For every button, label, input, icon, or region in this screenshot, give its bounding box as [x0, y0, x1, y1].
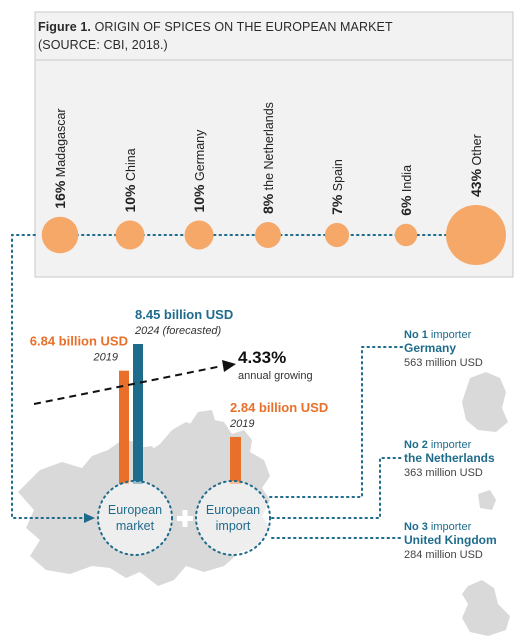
bar-value-label-1: 8.45 billion USD	[135, 307, 233, 322]
bubble-4	[324, 222, 350, 248]
bubble-label-3: 8% the Netherlands	[260, 102, 276, 214]
bubble-value-1: 10%	[122, 184, 138, 213]
bar-sublabel-0: 2019	[93, 352, 118, 364]
import-label-line1: European	[206, 503, 260, 517]
growth-arrow-icon	[222, 360, 236, 372]
bar-2	[230, 436, 241, 484]
bubble-category-3: the Netherlands	[262, 102, 276, 194]
bar-1	[133, 344, 143, 484]
bubble-value-5: 6%	[398, 195, 414, 216]
figure-source: (SOURCE: CBI, 2018.)	[38, 38, 168, 52]
bubble-label-6: 43% Other	[468, 134, 484, 197]
bar-value-label-0: 6.84 billion USD	[30, 334, 128, 349]
bubble-2	[184, 220, 214, 250]
importer-1-country: Germany	[404, 341, 456, 355]
growth-value: 4.33%	[238, 348, 286, 367]
bubble-value-3: 8%	[260, 193, 276, 214]
importer-1-amount: 563 million USD	[404, 357, 483, 369]
importer-3-country: United Kingdom	[404, 533, 497, 547]
importer-2: No 2 importer the Netherlands 363 millio…	[404, 439, 495, 479]
european-import-circle: European import	[195, 480, 271, 556]
bubble-label-1: 10% China	[122, 148, 138, 212]
bubble-6	[446, 205, 506, 265]
svg-text:No 3 importer: No 3 importer	[404, 521, 472, 533]
bubble-0	[41, 216, 79, 254]
arrow-to-market-icon	[84, 513, 95, 523]
market-label-line1: European	[108, 503, 162, 517]
bubble-1	[115, 220, 145, 250]
growth-trend-line	[33, 365, 223, 405]
bubble-label-2: 10% Germany	[191, 129, 207, 213]
bubble-category-5: India	[400, 165, 414, 196]
bar-sublabel-1: 2024 (forecasted)	[134, 325, 222, 337]
bar-value-label-2: 2.84 billion USD	[230, 400, 328, 415]
importer-2-rank: No 2	[404, 439, 428, 451]
importer-2-suffix: importer	[428, 439, 472, 451]
bubble-label-5: 6% India	[398, 165, 414, 216]
figure-title: Figure 1. ORIGIN OF SPICES ON THE EUROPE…	[38, 18, 393, 54]
bar-0	[119, 370, 129, 484]
market-label-line2: market	[116, 519, 155, 533]
figure-label: Figure 1.	[38, 20, 91, 34]
bubble-3	[255, 222, 281, 248]
dotted-connectors	[11, 234, 403, 539]
importer-3-rank: No 3	[404, 521, 428, 533]
importer-3-suffix: importer	[428, 521, 472, 533]
svg-text:No 2 importer: No 2 importer	[404, 439, 472, 451]
bubble-value-2: 10%	[191, 184, 207, 213]
importer-3-amount: 284 million USD	[404, 549, 483, 561]
bubble-label-4: 7% Spain	[329, 159, 345, 215]
importer-1: No 1 importer Germany 563 million USD	[404, 329, 483, 369]
bubble-5	[394, 223, 418, 247]
bubble-category-4: Spain	[331, 159, 345, 194]
bubble-value-6: 43%	[468, 168, 484, 197]
figure-heading: ORIGIN OF SPICES ON THE EUROPEAN MARKET	[94, 20, 393, 34]
uk-map	[462, 580, 510, 636]
european-market-circle: European market	[97, 480, 173, 556]
bubble-label-0: 16% Madagascar	[52, 108, 68, 208]
bubble-value-0: 16%	[52, 180, 68, 209]
netherlands-map	[478, 490, 496, 510]
importer-3: No 3 importer United Kingdom 284 million…	[404, 521, 497, 561]
importer-2-country: the Netherlands	[404, 451, 495, 465]
svg-text:No 1 importer: No 1 importer	[404, 329, 472, 341]
bubble-value-4: 7%	[329, 194, 345, 215]
plus-icon	[177, 510, 193, 527]
bar-sublabel-2: 2019	[229, 418, 254, 430]
bubble-category-0: Madagascar	[54, 108, 68, 180]
importer-1-suffix: importer	[428, 329, 472, 341]
bar-chart: 6.84 billion USD 2019 8.45 billion USD 2024…	[30, 307, 328, 484]
importer-1-rank: No 1	[404, 329, 428, 341]
bubble-category-2: Germany	[193, 129, 207, 185]
bubble-category-1: China	[124, 148, 138, 184]
growth-label: annual growing	[238, 370, 313, 382]
germany-map	[462, 372, 508, 432]
importer-2-amount: 363 million USD	[404, 467, 483, 479]
bubble-category-6: Other	[470, 134, 484, 169]
import-label-line2: import	[216, 519, 251, 533]
